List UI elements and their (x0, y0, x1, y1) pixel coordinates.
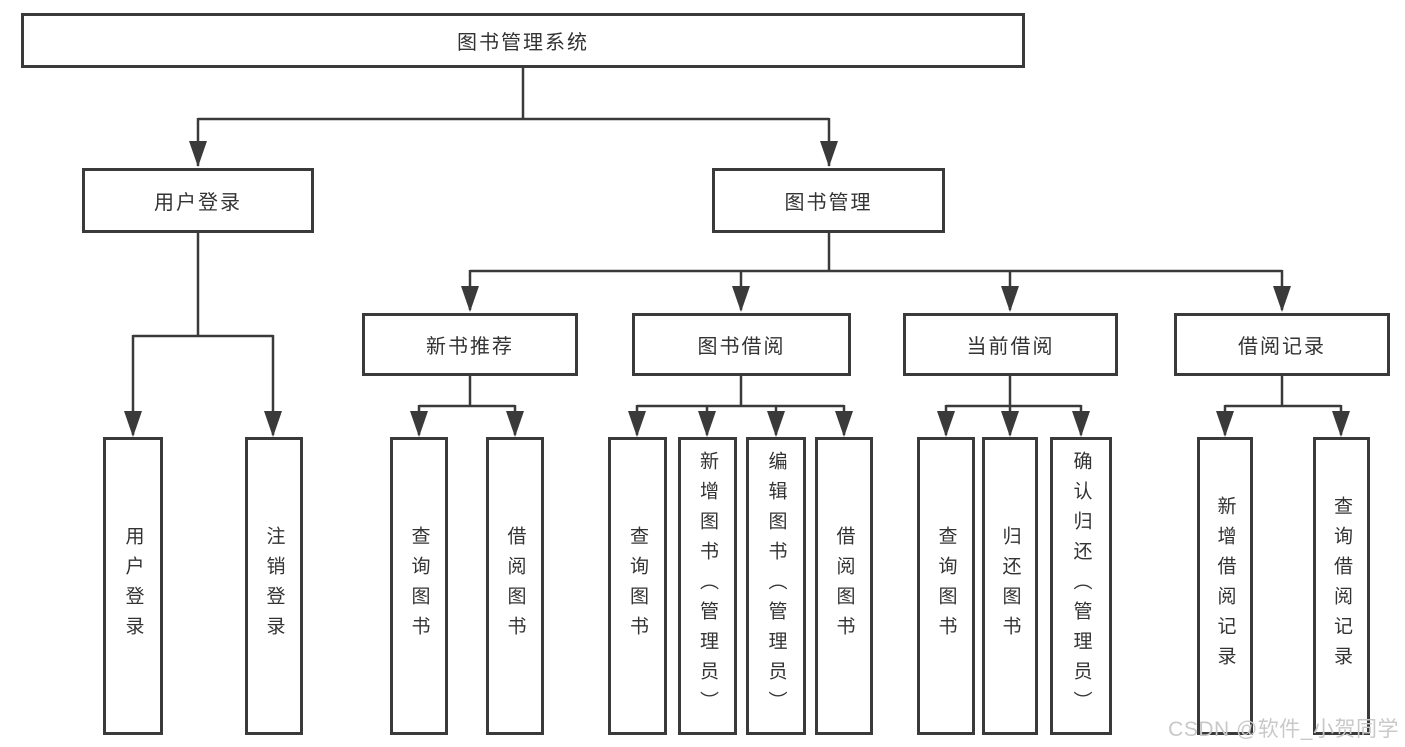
node-query-borrow-record: 查询借阅记录 (1313, 437, 1370, 735)
node-query-books-current: 查询图书 (917, 437, 975, 735)
edge-strokes (131, 68, 1343, 435)
arrowheads (124, 141, 1350, 437)
node-borrow-books-recommend: 借阅图书 (486, 437, 544, 735)
node-query-books-borrow: 查询图书 (608, 437, 667, 735)
node-edit-book-admin: 编辑图书（管理员） (746, 437, 806, 735)
node-borrowing-records: 借阅记录 (1174, 313, 1390, 376)
node-new-book-recommendation: 新书推荐 (362, 313, 578, 376)
node-return-book: 归还图书 (982, 437, 1038, 735)
node-confirm-return-admin: 确认归还（管理员） (1050, 437, 1112, 735)
csdn-watermark: CSDN @软件_小贺同学 (1168, 718, 1399, 741)
node-current-borrowing: 当前借阅 (903, 313, 1118, 376)
node-book-management: 图书管理 (712, 168, 945, 233)
node-user-login-leaf: 用户登录 (103, 437, 163, 735)
node-library-management-system: 图书管理系统 (21, 13, 1025, 68)
node-user-login: 用户登录 (82, 168, 314, 233)
node-borrow-books-leaf: 借阅图书 (815, 437, 873, 735)
node-query-books-recommend: 查询图书 (390, 437, 448, 735)
node-book-borrowing: 图书借阅 (632, 313, 851, 376)
node-add-borrow-record: 新增借阅记录 (1197, 437, 1253, 735)
node-logout-leaf: 注销登录 (245, 437, 303, 735)
node-add-book-admin: 新增图书（管理员） (678, 437, 737, 735)
